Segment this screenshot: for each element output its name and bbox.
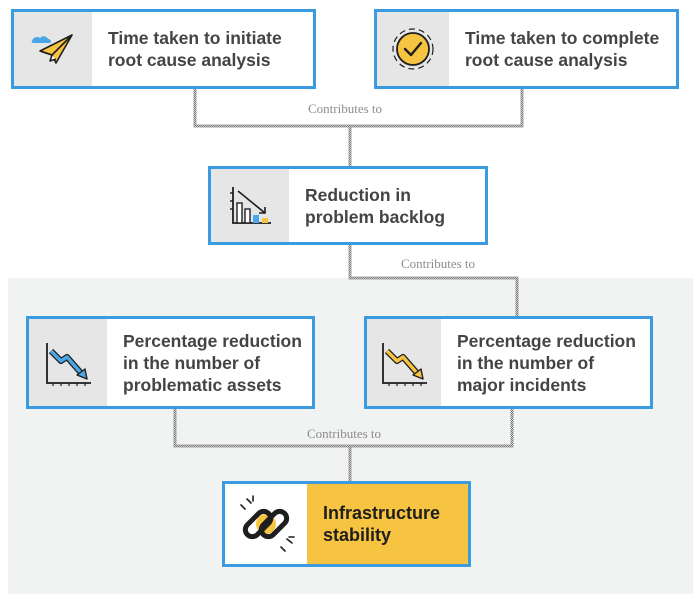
card-major-incidents: Percentage reduction in the number of ma… <box>364 316 653 409</box>
card-text: Percentage reduction in the number of pr… <box>107 319 312 406</box>
card-text: Reduction in problem backlog <box>289 169 485 242</box>
card-line: Time taken to initiate <box>108 28 282 48</box>
connector-label-top: Contributes to <box>308 101 383 116</box>
card-line: Percentage reduction <box>457 330 636 351</box>
connector-middle <box>348 245 519 316</box>
card-text: Infrastructure stability <box>307 484 468 564</box>
card-problematic-assets: Percentage reduction in the number of pr… <box>26 316 315 409</box>
connector-top <box>193 89 524 128</box>
icon-cell <box>377 12 449 86</box>
card-time-to-complete: Time taken to complete root cause analys… <box>374 9 679 89</box>
paper-plane-icon <box>31 34 73 64</box>
card-time-to-initiate: Time taken to initiate root cause analys… <box>11 9 316 89</box>
card-text: Time taken to initiate root cause analys… <box>92 12 313 86</box>
icon-cell <box>29 319 107 406</box>
card-line: stability <box>323 525 392 545</box>
card-line: Reduction in <box>305 184 411 205</box>
card-line: problem backlog <box>305 206 446 227</box>
connector-bottom <box>173 409 514 448</box>
icon-cell <box>367 319 441 406</box>
card-line: Percentage reduction <box>123 330 302 351</box>
checkmark-badge-icon <box>392 28 434 70</box>
declining-line-chart-icon <box>46 342 91 386</box>
card-line: problematic assets <box>123 374 282 395</box>
declining-line-chart-icon <box>382 342 427 386</box>
chain-link-icon <box>240 495 295 552</box>
card-text: Percentage reduction in the number of ma… <box>441 319 650 406</box>
icon-cell <box>14 12 92 86</box>
card-line: root cause analysis <box>465 50 628 70</box>
card-line: root cause analysis <box>108 50 271 70</box>
declining-bar-chart-icon <box>230 186 271 224</box>
connector-label-middle: Contributes to <box>401 256 476 271</box>
connector-label-bottom: Contributes to <box>307 426 382 441</box>
card-line: Infrastructure <box>323 503 441 523</box>
card-line: major incidents <box>457 374 587 395</box>
card-line: in the number of <box>457 352 595 373</box>
card-text: Time taken to complete root cause analys… <box>449 12 676 86</box>
icon-cell <box>211 169 289 242</box>
card-infrastructure-stability: Infrastructure stability <box>222 481 471 567</box>
card-line: in the number of <box>123 352 261 373</box>
icon-cell <box>225 484 307 564</box>
card-line: Time taken to complete <box>465 28 660 48</box>
card-problem-backlog: Reduction in problem backlog <box>208 166 488 245</box>
